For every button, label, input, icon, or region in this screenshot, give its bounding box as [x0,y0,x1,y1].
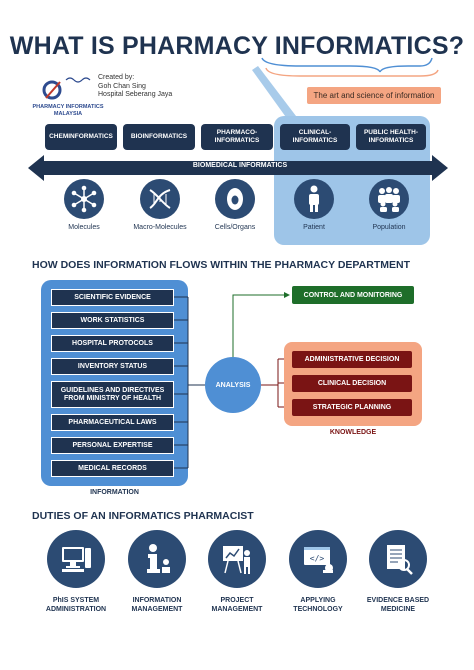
info-item-guidelines: GUIDELINES AND DIRECTIVES FROM MINISTRY … [51,381,174,408]
info-item-personal-expertise: PERSONAL EXPERTISE [51,437,174,454]
biomedical-label: BIOMEDICAL INFORMATICS [192,162,288,169]
info-icon [128,530,186,588]
art-science-label: The art and science of information [307,87,441,104]
cell-icon [215,179,255,219]
document-icon [369,530,427,588]
info-item-hospital-protocols: HOSPITAL PROTOCOLS [51,335,174,352]
category-clinical-informatics: CLINICAL-INFORMATICS [280,124,350,150]
info-item-pharmaceutical-laws: PHARMACEUTICAL LAWS [51,414,174,431]
info-item-inventory-status: INVENTORY STATUS [51,358,174,375]
duty-label-technology: APPLYING TECHNOLOGY [293,597,343,613]
code-icon: </> [289,530,347,588]
person-icon [294,179,334,219]
duties-heading: DUTIES OF AN INFORMATICS PHARMACIST [32,510,254,522]
category-cheminformatics: CHEMINFORMATICS [45,124,117,150]
category-bioinformatics: BIOINFORMATICS [123,124,195,150]
created-line3: Hospital Seberang Jaya [98,91,173,98]
duty-label-evidence: EVIDENCE BASED MEDICINE [366,597,430,613]
page-title: WHAT IS PHARMACY INFORMATICS? [9,32,465,60]
info-item-scientific-evidence: SCIENTIFIC EVIDENCE [51,289,174,306]
knowledge-item-administrative: ADMINISTRATIVE DECISION [292,351,412,368]
analysis-node: ANALYSIS [205,357,261,413]
svg-text:</>: </> [310,554,325,563]
duty-label-information: INFORMATION MANAGEMENT [131,597,183,613]
knowledge-item-clinical: CLINICAL DECISION [292,375,412,392]
created-by: Created by: Goh Chan Sing Hospital Seber… [98,74,172,100]
molecule-icon [64,179,104,219]
flow-heading: HOW DOES INFORMATION FLOWS WITHIN THE PH… [32,259,410,271]
info-item-medical-records: MEDICAL RECORDS [51,460,174,477]
info-item-work-statistics: WORK STATISTICS [51,312,174,329]
created-line1: Created by: [98,74,135,81]
category-pharmacoinformatics: PHARMACO-INFORMATICS [201,124,273,150]
icon-label-molecules: Molecules [68,224,100,231]
knowledge-caption: KNOWLEDGE [329,429,377,436]
title-bracket [252,57,439,120]
biomedical-arrow [28,155,448,181]
presentation-icon [208,530,266,588]
logo-icon [42,77,91,100]
created-line2: Goh Chan Sing [98,82,146,90]
logo-text: PHARMACY INFORMATICS MALAYSIA [32,104,104,117]
category-public-health-informatics: PUBLIC HEALTH-INFORMATICS [356,124,426,150]
knowledge-item-strategic: STRATEGIC PLANNING [292,399,412,416]
group-icon [369,179,409,219]
duty-label-phis: PhIS SYSTEM ADMINISTRATION [45,597,107,613]
computer-icon [47,530,105,588]
icon-label-cells: Cells/Organs [214,224,256,231]
icon-label-macromolecules: Macro-Molecules [133,224,187,231]
icon-label-population: Population [372,224,406,231]
control-monitoring-box: CONTROL AND MONITORING [292,286,414,304]
information-caption: INFORMATION [90,489,139,496]
duty-label-project: PROJECT MANAGEMENT [211,597,263,613]
dna-icon [140,179,180,219]
icon-label-patient: Patient [303,224,325,231]
